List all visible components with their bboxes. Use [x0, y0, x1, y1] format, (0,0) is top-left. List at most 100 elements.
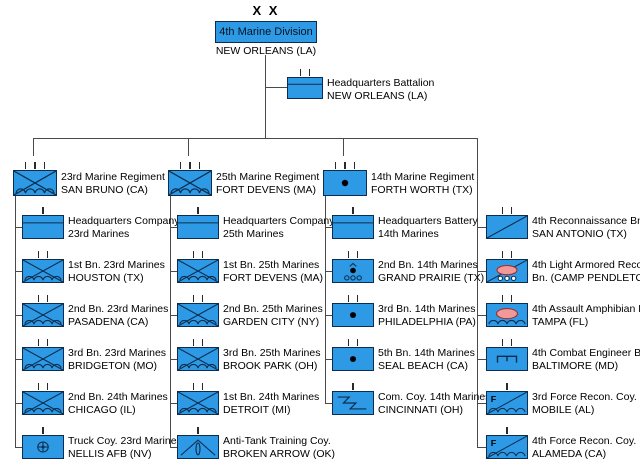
infantry-amphibious-icon: [14, 171, 56, 195]
connector-line: [170, 359, 177, 360]
echelon-ticks-company: [22, 207, 64, 214]
unit-node-23rd-marine-regiment: 23rd Marine Regiment SAN BRUNO (CA): [13, 162, 165, 196]
connector-line: [15, 315, 22, 316]
echelon-ticks-battalion: [287, 69, 323, 76]
unit-box: [486, 435, 528, 459]
echelon-ticks-battalion: [22, 251, 64, 258]
unit-node-4th-combat-engineer-bn: 4th Combat Engineer Bn.BALTIMORE (MD): [486, 339, 640, 372]
assault-amphibian-icon: [488, 308, 526, 325]
unit-label: 14th Marine Regiment FORTH WORTH (TX): [371, 171, 475, 196]
unit-label: 4th Combat Engineer Bn.BALTIMORE (MD): [532, 347, 640, 372]
infantry-amphibious-icon: [169, 171, 211, 195]
unit-box: [22, 215, 64, 239]
echelon-ticks-battalion: [22, 339, 64, 346]
connector-line: [477, 359, 486, 360]
unit-box: [177, 435, 219, 459]
connector-line: [15, 196, 16, 447]
echelon-ticks-company: [177, 427, 219, 434]
connector-line: [15, 447, 22, 448]
headquarters-icon: [333, 222, 373, 224]
connector-line: [15, 403, 22, 404]
echelon-ticks-battalion: [177, 383, 219, 390]
echelon-ticks-company: [177, 207, 219, 214]
unit-node-25th-marine-regiment: 25th Marine Regiment FORT DEVENS (MA): [168, 162, 319, 196]
connector-line: [170, 315, 177, 316]
division-echelon-mark: X X: [252, 3, 280, 18]
infantry-amphibious-icon: [178, 392, 218, 414]
echelon-ticks-battalion: [332, 339, 374, 346]
connector-line: [170, 196, 171, 447]
unit-node-4th-aav-bn: 4th Assault Amphibian Bn.TAMPA (FL): [486, 295, 640, 328]
division-location: NEW ORLEANS (LA): [215, 45, 317, 57]
connector-line: [477, 227, 486, 228]
artillery-icon: [349, 312, 357, 318]
unit-box: [486, 259, 528, 283]
unit-box: [177, 303, 219, 327]
echelon-ticks-battalion: [332, 295, 374, 302]
infantry-amphibious-icon: [23, 348, 63, 370]
echelon-ticks-regiment: [13, 162, 57, 169]
connector-line: [325, 271, 332, 272]
headquarters-icon: [23, 222, 63, 224]
connector-line: [170, 447, 177, 448]
infantry-amphibious-icon: [178, 304, 218, 326]
unit-box: [22, 435, 64, 459]
unit-node-hq-battalion: Headquarters Battalion NEW ORLEANS (LA): [287, 69, 434, 102]
connector-line: [188, 138, 189, 156]
unit-label: 4th Assault Amphibian Bn.TAMPA (FL): [532, 303, 640, 328]
truck-icon: [37, 441, 49, 453]
unit-label: 25th Marine Regiment FORT DEVENS (MA): [216, 171, 320, 196]
unit-box: [486, 391, 528, 415]
unit-label: 3rd Force Recon. Coy.MOBILE (AL): [532, 391, 637, 416]
unit-label: Headquarters Battalion NEW ORLEANS (LA): [327, 77, 435, 102]
echelon-ticks-battalion: [177, 339, 219, 346]
unit-node-14th-marine-regiment: 14th Marine Regiment FORTH WORTH (TX): [323, 162, 474, 196]
headquarters-icon: [178, 222, 218, 224]
echelon-ticks-battalion: [22, 383, 64, 390]
infantry-amphibious-icon: [178, 348, 218, 370]
infantry-amphibious-icon: [23, 260, 63, 282]
unit-box: [486, 303, 528, 327]
echelon-ticks-company: [486, 383, 528, 390]
unit-node-3rd-force-recon-coy: 3rd Force Recon. Coy.MOBILE (AL): [486, 383, 637, 416]
unit-box: [177, 215, 219, 239]
light-armored-recon-icon: [487, 260, 527, 282]
echelon-ticks-battalion: [486, 251, 528, 258]
unit-node-4th-lar-bn: 4th Light Armored Recon.Bn. (CAMP PENDLE…: [486, 251, 640, 284]
echelon-ticks-battalion: [22, 295, 64, 302]
connector-line: [33, 138, 34, 156]
headquarters-icon: [288, 83, 322, 85]
division-box: 4th Marine Division: [215, 21, 317, 43]
unit-node-4th-recon-bn: 4th Reconnaissance Bn.SAN ANTONIO (TX): [486, 207, 640, 240]
echelon-ticks-battalion: [177, 295, 219, 302]
echelon-ticks-company: [332, 207, 374, 214]
unit-box: [22, 347, 64, 371]
echelon-ticks-battalion: [486, 295, 528, 302]
unit-box: [168, 170, 212, 196]
connector-line: [325, 227, 332, 228]
force-recon-icon: [487, 436, 527, 458]
echelon-ticks-battalion: [486, 207, 528, 214]
connector-line: [325, 359, 332, 360]
